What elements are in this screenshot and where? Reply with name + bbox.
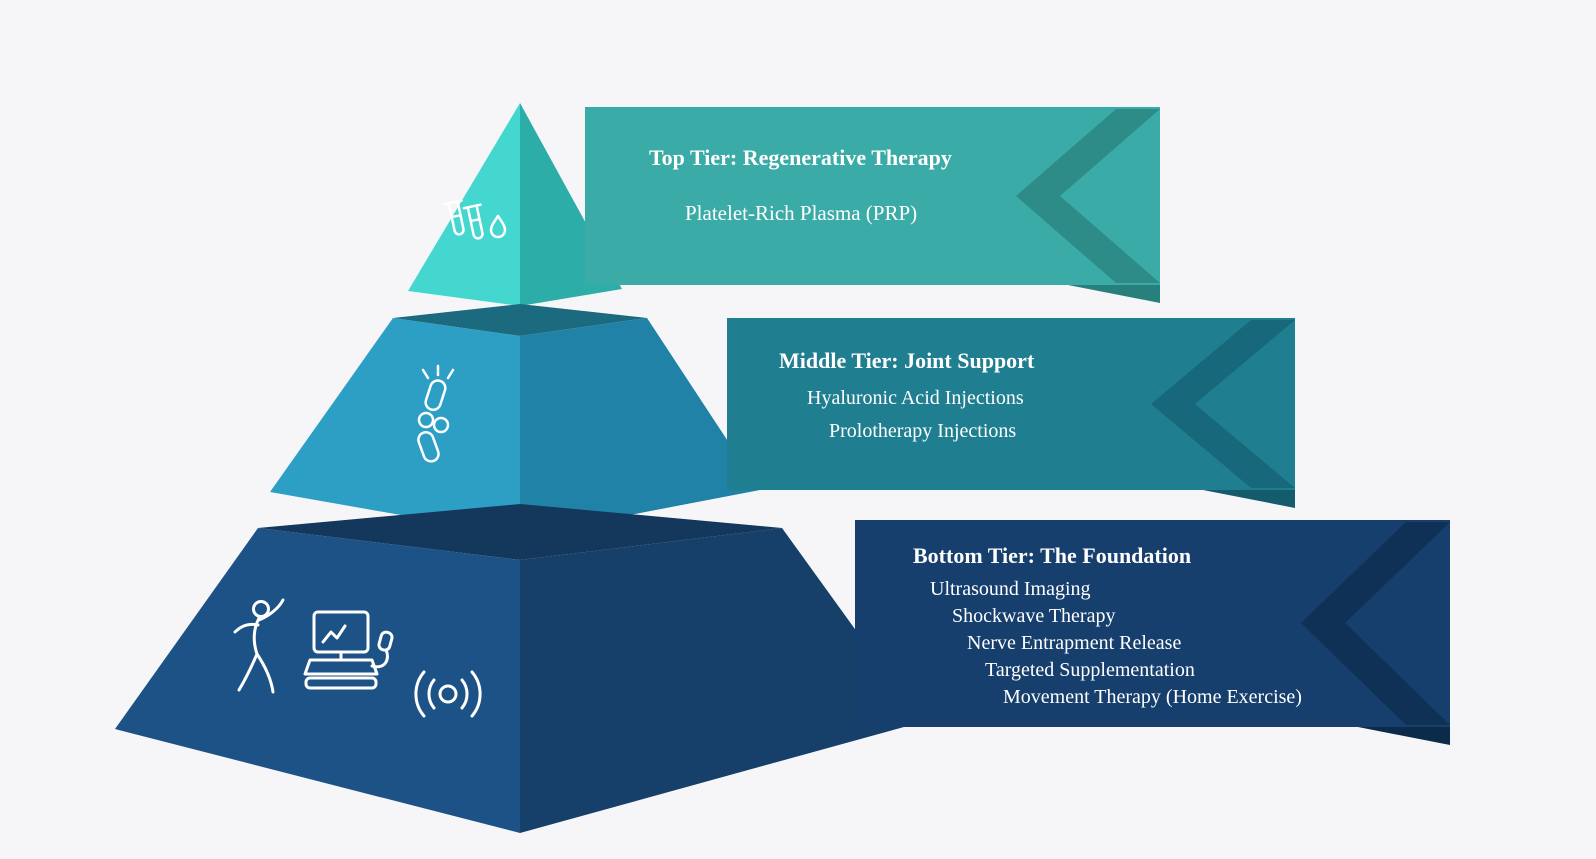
stretching-person-icon <box>233 598 285 694</box>
bottom-tier-right-face <box>520 528 922 833</box>
bottom-tier-left-face <box>115 528 520 833</box>
middle-tier-items: Hyaluronic Acid Injections Prolotherapy … <box>727 382 1295 448</box>
bottom-tier-items: Ultrasound Imaging Shockwave Therapy Ner… <box>855 576 1450 711</box>
list-item: Ultrasound Imaging <box>930 578 1091 600</box>
tier-banner-bottom: Bottom Tier: The Foundation Ultrasound I… <box>855 520 1450 745</box>
list-item: Hyaluronic Acid Injections <box>807 387 1024 409</box>
ultrasound-machine-icon <box>303 610 394 690</box>
test-tubes-and-droplet-icon <box>443 199 507 240</box>
bottom-tier-title: Bottom Tier: The Foundation <box>913 543 1192 568</box>
middle-tier-right-face <box>520 318 760 536</box>
top-tier-items: Platelet-Rich Plasma (PRP) <box>585 201 1160 226</box>
pyramid-tier-bottom <box>115 504 922 833</box>
list-item: Platelet-Rich Plasma (PRP) <box>685 201 918 225</box>
middle-tier-top-face <box>393 304 647 336</box>
list-item: Movement Therapy (Home Exercise) <box>1003 686 1302 708</box>
tier-banner-middle: Middle Tier: Joint Support Hyaluronic Ac… <box>727 318 1295 508</box>
list-item: Targeted Supplementation <box>985 659 1195 681</box>
top-tier-title: Top Tier: Regenerative Therapy <box>649 145 952 170</box>
list-item: Prolotherapy Injections <box>829 420 1017 442</box>
pyramid-tier-middle <box>270 304 760 536</box>
list-item: Shockwave Therapy <box>952 605 1116 627</box>
list-item: Nerve Entrapment Release <box>967 632 1182 654</box>
middle-tier-title: Middle Tier: Joint Support <box>779 348 1035 373</box>
middle-tier-left-face <box>270 318 520 536</box>
top-tier-left-face <box>408 103 520 306</box>
joint-bones-icon <box>417 364 455 463</box>
tier-banner-top: Top Tier: Regenerative Therapy Platelet-… <box>585 107 1160 303</box>
soundwave-icon <box>414 670 482 718</box>
bottom-tier-top-face <box>258 504 782 560</box>
